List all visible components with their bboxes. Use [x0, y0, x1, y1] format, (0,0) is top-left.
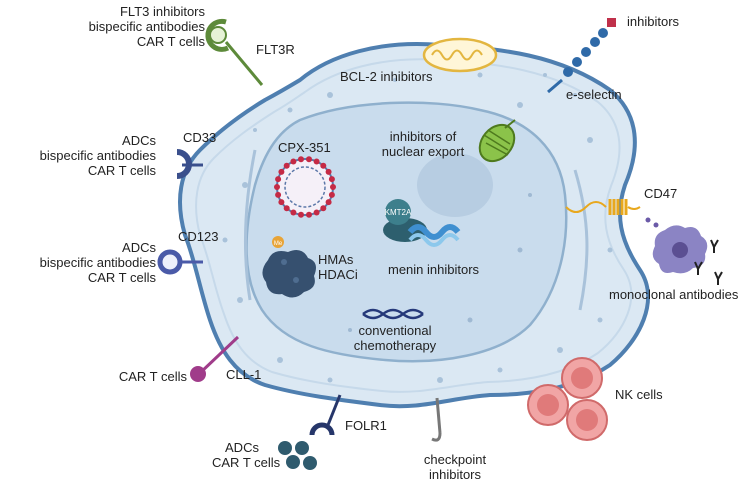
folr1-receptor-icon	[278, 394, 342, 470]
checkpoint-label: checkpoint inhibitors	[423, 452, 487, 482]
liposome-lipid-dot	[328, 176, 335, 183]
nuclear-pore-icon	[478, 119, 516, 163]
checkpoint-receptor-icon	[431, 397, 442, 442]
methyl-badge-label: Me	[274, 241, 283, 247]
cd123-therapies-label: ADCs bispecific antibodies CAR T cells	[39, 240, 156, 285]
nucleolus	[417, 153, 493, 217]
mitochondrion-icon	[422, 37, 498, 73]
liposome-lipid-dot	[275, 176, 282, 183]
macrophage-icon	[652, 225, 708, 274]
cd47-label: CD47	[644, 186, 678, 201]
cll1-label: CLL-1	[226, 367, 262, 382]
liposome-lipid-dot	[325, 168, 332, 175]
flt3r-receptor-icon	[205, 18, 264, 86]
methyl-badge	[272, 236, 284, 248]
antibody-icons	[694, 239, 723, 285]
liposome-lipid-dot	[278, 168, 285, 175]
e-selectin-inhibitors-label: inhibitors	[627, 14, 680, 29]
chemotherapy-label: conventional chemotherapy	[353, 323, 437, 353]
cd123-receptor-icon	[157, 249, 203, 275]
nuclear-export-label: inhibitors of nuclear export	[381, 129, 465, 159]
nk-cell-icons	[527, 357, 608, 441]
chromatin-protein-icon	[262, 250, 316, 298]
liposome-lipid-dot	[283, 205, 290, 212]
flt3-therapies-label: FLT3 inhibitors bispecific antibodies CA…	[88, 4, 205, 49]
cytoplasm-granules	[222, 72, 613, 383]
kmt2a-menin-complex-icon	[383, 199, 461, 247]
liposome-lipid-dot	[320, 162, 327, 169]
liposome-lipid-dot	[313, 158, 320, 165]
bcl2-label: BCL-2 inhibitors	[340, 69, 433, 84]
liposome-lipid-dot	[283, 162, 290, 169]
liposome-lipid-dot	[313, 209, 320, 216]
cll1-receptor-icon	[190, 335, 240, 382]
liposome-lipid-dot	[275, 191, 282, 198]
cll1-therapy-label: CAR T cells	[118, 369, 187, 384]
liposome-lipid-dot	[298, 211, 304, 218]
cd33-label: CD33	[183, 130, 217, 145]
folr1-label: FOLR1	[345, 418, 387, 433]
liposome-lipid-dot	[278, 199, 285, 206]
liposome-icon	[274, 156, 336, 218]
liposome-lipid-dot	[330, 184, 336, 190]
liposome-lipid-dot	[325, 199, 332, 206]
liposome-lipid-dot	[290, 209, 297, 216]
hma-hdaci-label: HMAs HDACi	[318, 252, 358, 282]
kmt2a-label: KMT2A	[385, 208, 412, 217]
liposome-lipid-dot	[320, 205, 327, 212]
flt3r-label: FLT3R	[256, 42, 295, 57]
e-selectin-icon	[547, 18, 616, 94]
menin-inhibitors-label: menin inhibitors	[388, 262, 480, 277]
cell-inner-rim	[195, 58, 633, 393]
er-line-right	[573, 169, 589, 311]
cd33-receptor-icon	[176, 149, 203, 179]
cd47-receptor-icon	[565, 199, 659, 228]
cd123-label: CD123	[178, 229, 219, 244]
liposome-lipid-dot	[298, 156, 304, 163]
liposome-lipid-dot	[306, 156, 312, 163]
e-selectin-label: e-selectin	[566, 87, 622, 102]
liposome-lipid-dot	[306, 211, 312, 218]
cpx-351-label: CPX-351	[278, 140, 331, 155]
monoclonal-antibodies-label: monoclonal antibodies	[609, 287, 739, 302]
liposome-lipid-dot	[274, 184, 280, 190]
folr1-therapies-label: ADCs CAR T cells	[212, 440, 281, 470]
dna-icon	[362, 308, 424, 320]
er-line-left	[243, 149, 257, 301]
liposome-lipid-dot	[290, 158, 297, 165]
cd33-therapies-label: ADCs bispecific antibodies CAR T cells	[39, 133, 156, 178]
nk-cells-label: NK cells	[615, 387, 663, 402]
liposome-lipid-dot	[328, 191, 335, 198]
